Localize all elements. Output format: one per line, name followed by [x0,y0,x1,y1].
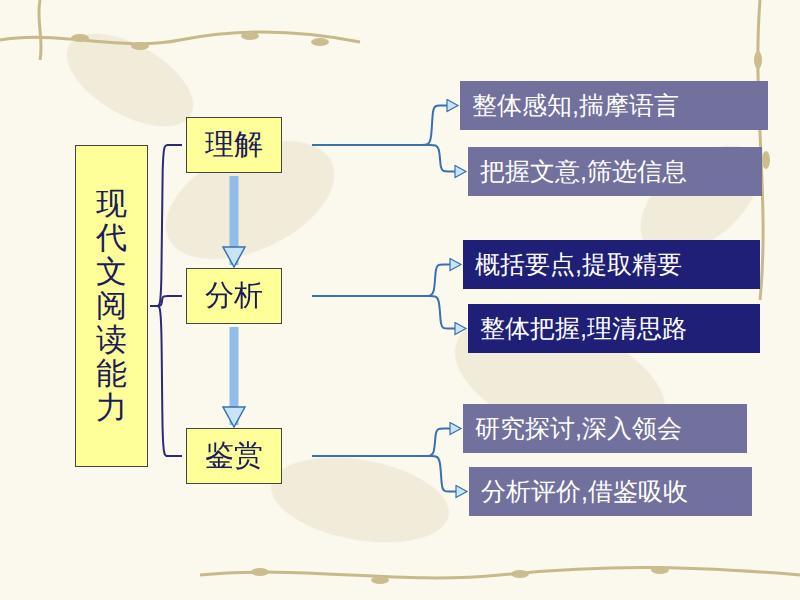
bracket-connector [312,145,465,172]
box-label: 分析 [205,276,263,316]
bracket-connector [150,145,182,306]
stage-box: 鉴赏 [186,428,282,484]
box-label: 现代文阅读能力 [96,187,127,426]
box-label: 理解 [205,125,263,165]
flow-arrow [230,327,239,425]
bracket-connector [312,265,460,297]
stage-box: 理解 [186,117,282,173]
bracket-connector [312,429,460,457]
box-label: 整体把握,理清思路 [480,312,687,345]
bracket-connector [312,106,457,146]
box-label: 研究探讨,深入领会 [475,412,682,445]
skill-box: 整体把握,理清思路 [468,304,760,353]
box-label: 整体感知,揣摩语言 [472,89,679,122]
flow-arrow [230,176,239,265]
bracket-connector [150,306,182,456]
box-label: 把握文意,筛选信息 [480,155,687,188]
skill-box: 分析评价,借鉴吸收 [469,467,752,516]
skill-box: 把握文意,筛选信息 [468,147,762,196]
box-label: 鉴赏 [205,436,263,476]
box-label: 概括要点,提取精要 [475,248,682,281]
skill-box: 整体感知,揣摩语言 [460,81,768,130]
bracket-connector [312,296,465,329]
bracket-connector [150,296,182,306]
skill-box: 概括要点,提取精要 [463,240,760,289]
skill-box: 研究探讨,深入领会 [463,404,747,453]
root-box: 现代文阅读能力 [75,145,148,467]
box-label: 分析评价,借鉴吸收 [481,475,688,508]
bracket-connector [312,456,466,492]
stage-box: 分析 [186,268,282,324]
